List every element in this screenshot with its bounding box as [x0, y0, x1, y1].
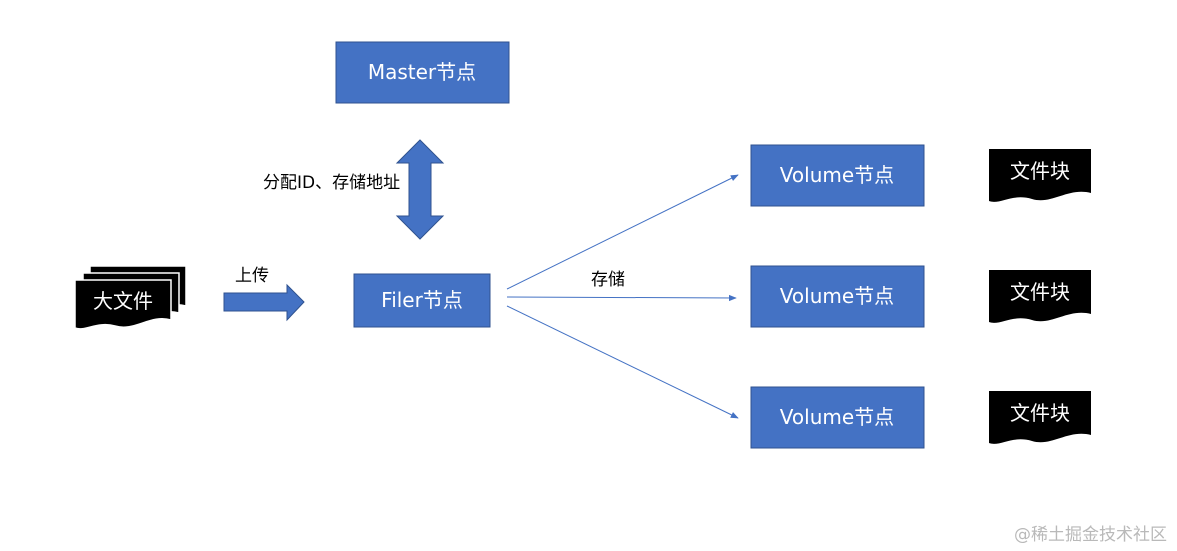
filer-node: Filer节点	[353, 273, 491, 328]
file-chunk-label: 文件块	[1010, 280, 1070, 304]
big-file-label: 大文件	[93, 289, 153, 313]
volume-node-1: Volume节点	[750, 144, 925, 207]
store-arrow-3	[506, 305, 739, 419]
upload-label: 上传	[235, 266, 269, 286]
file-chunk-label: 文件块	[1010, 159, 1070, 183]
master-node: Master节点	[335, 41, 510, 104]
volume-node-2: Volume节点	[750, 265, 925, 328]
volume-node-label: Volume节点	[780, 284, 894, 308]
filer-node-label: Filer节点	[381, 288, 463, 312]
master-node-label: Master节点	[368, 60, 476, 84]
big-file-doc: 大文件	[74, 265, 187, 330]
store-arrow-2	[506, 294, 737, 302]
store-label: 存储	[591, 270, 625, 290]
store-arrow-1	[506, 174, 739, 290]
file-chunk-label: 文件块	[1010, 401, 1070, 425]
allocate-double-arrow	[395, 139, 445, 240]
upload-arrow	[223, 283, 305, 322]
file-chunk-doc-3: 文件块	[989, 391, 1091, 444]
volume-node-label: Volume节点	[780, 163, 894, 187]
volume-node-3: Volume节点	[750, 386, 925, 449]
watermark: @稀土掘金技术社区	[1014, 525, 1167, 545]
volume-node-label: Volume节点	[780, 405, 894, 429]
file-chunk-doc-2: 文件块	[989, 270, 1091, 323]
file-chunk-doc-1: 文件块	[989, 149, 1091, 202]
allocate-label: 分配ID、存储地址	[263, 173, 400, 193]
